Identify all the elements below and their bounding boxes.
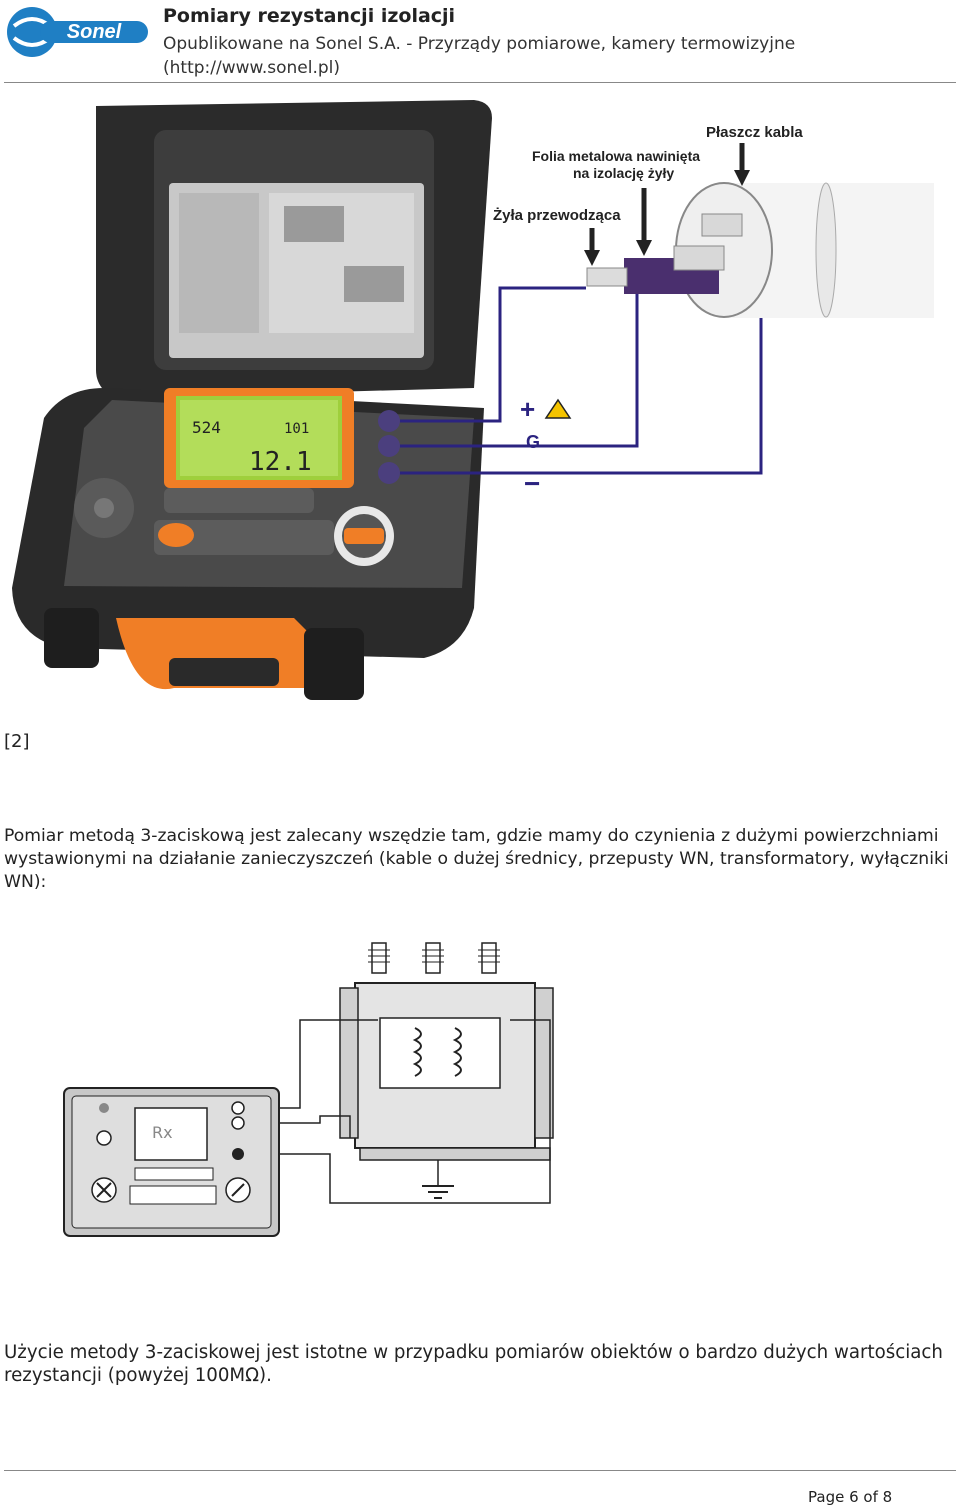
warning-icon bbox=[544, 398, 572, 419]
meter-display-rx: Rx bbox=[152, 1123, 173, 1142]
svg-text:101: 101 bbox=[284, 421, 309, 437]
svg-text:12.1: 12.1 bbox=[249, 447, 312, 477]
label-conductor-core: Żyła przewodząca bbox=[493, 207, 621, 224]
sonel-logo: Sonel bbox=[7, 7, 148, 57]
label-cable-shield: Płaszcz kabla bbox=[706, 124, 803, 141]
terminal-minus-label: − bbox=[524, 468, 540, 499]
paragraph-high-resistance-note: Użycie metody 3-zaciskowej jest istotne … bbox=[4, 1342, 943, 1386]
document-title: Pomiary rezystancji izolacji bbox=[163, 5, 456, 27]
reference-link[interactable]: [2] bbox=[4, 731, 30, 752]
label-metal-foil-2: na izolację żyły bbox=[573, 165, 674, 181]
terminal-plus-label: + bbox=[520, 394, 535, 424]
logo-text: Sonel bbox=[67, 21, 122, 43]
footer-divider bbox=[4, 1470, 956, 1471]
header-divider bbox=[4, 82, 956, 83]
paragraph-three-terminal-method: Pomiar metodą 3-zaciskową jest zalecany … bbox=[4, 826, 949, 892]
document-source[interactable]: Opublikowane na Sonel S.A. - Przyrządy p… bbox=[163, 34, 796, 78]
transformer-connection-diagram: Rx bbox=[63, 942, 554, 1237]
meter-cable-photo: 524 101 12.1 Płaszcz kabla Folia metalow… bbox=[12, 100, 934, 700]
page-number: Page 6 of 8 bbox=[808, 1488, 893, 1506]
terminal-g-label: G bbox=[526, 432, 540, 452]
svg-text:524: 524 bbox=[192, 418, 221, 437]
label-metal-foil-1: Folia metalowa nawinięta bbox=[532, 148, 700, 164]
